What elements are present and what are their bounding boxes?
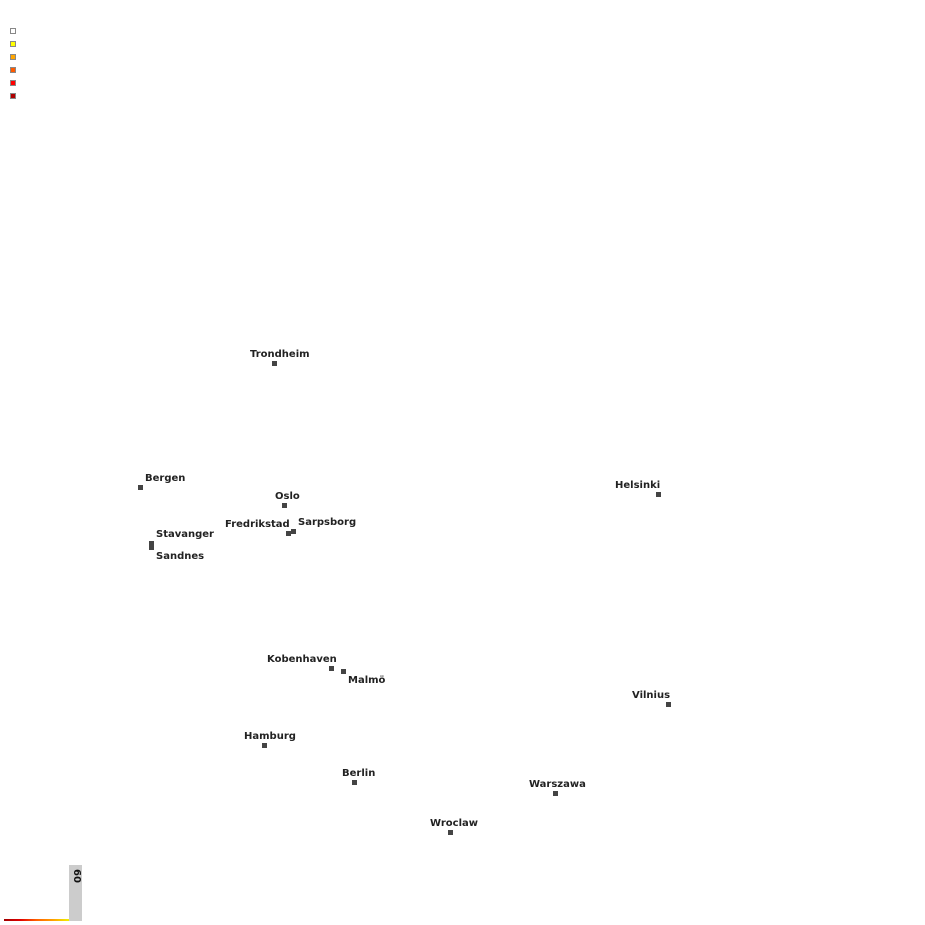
city-label: Stavanger [156,529,214,540]
city-marker[interactable] [149,545,154,550]
city-marker[interactable] [291,529,296,534]
city-marker[interactable] [262,743,267,748]
scale-label-box [69,865,82,921]
city-marker[interactable] [666,702,671,707]
city-label: Warszawa [529,779,586,790]
city-marker[interactable] [448,830,453,835]
city-marker[interactable] [138,485,143,490]
city-label: Helsinki [615,480,661,491]
color-scale-bar [4,919,69,921]
city-marker[interactable] [341,669,346,674]
city-label: Kobenhaven [267,654,337,665]
city-label: Sarpsborg [298,517,357,528]
city-label: Malmö [348,675,386,686]
city-marker[interactable] [272,361,277,366]
legend-swatch [10,67,16,73]
city-label: Wroclaw [430,818,478,829]
city-label: Hamburg [244,731,296,742]
legend-swatch [10,93,16,99]
city-label: Bergen [145,473,186,484]
city-label: Fredrikstad [225,519,290,530]
city-label: Berlin [342,768,376,779]
city-marker[interactable] [553,791,558,796]
legend-swatch [10,28,16,34]
city-label: Oslo [275,491,300,502]
city-label: Trondheim [250,349,310,360]
city-label: Vilnius [632,690,671,701]
legend-swatch [10,41,16,47]
city-marker[interactable] [282,503,287,508]
legend-swatch [10,54,16,60]
legend-swatch [10,80,16,86]
city-marker[interactable] [286,531,291,536]
city-marker[interactable] [656,492,661,497]
city-marker[interactable] [149,541,154,546]
city-label: Sandnes [156,551,205,562]
city-marker[interactable] [352,780,357,785]
city-marker[interactable] [329,666,334,671]
scale-label: 60 [71,869,82,883]
